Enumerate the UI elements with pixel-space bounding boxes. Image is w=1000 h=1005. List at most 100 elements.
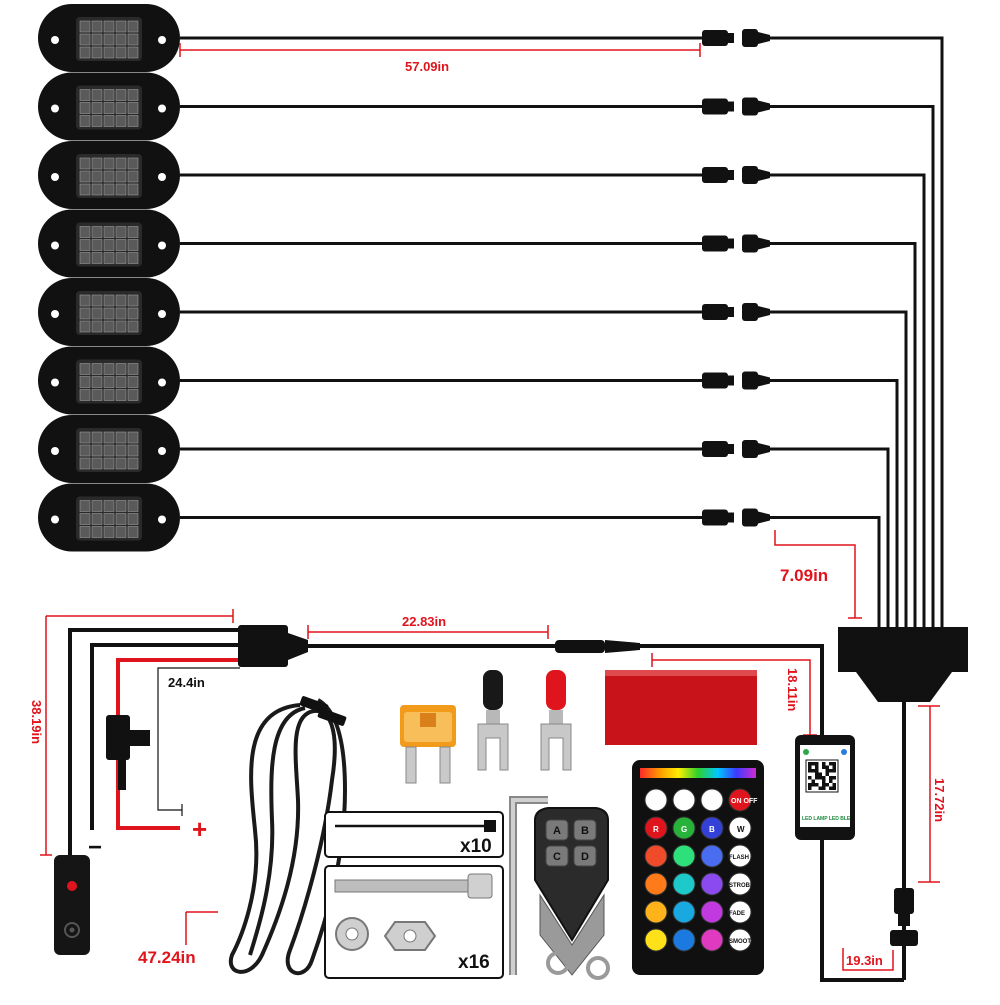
led-chip (115, 363, 127, 375)
mount-hole (158, 173, 166, 181)
led-chip (79, 170, 91, 183)
qr-cell (822, 779, 826, 783)
qr-cell (822, 762, 826, 766)
negative-sign: − (88, 834, 102, 861)
pigtail-cable (770, 105, 935, 627)
qr-cell (825, 783, 829, 787)
pigtail-cable (770, 242, 917, 627)
led-chip (115, 431, 127, 444)
fob-key-label: A (553, 825, 561, 837)
spade-terminal-black (477, 670, 509, 771)
qr-cell (815, 762, 819, 766)
mount-hole (158, 378, 166, 387)
led-chip (127, 102, 139, 114)
pod-connector-male (702, 98, 728, 115)
qr-cell (825, 765, 829, 769)
led-chip (103, 294, 115, 307)
led-chip (103, 376, 115, 388)
pod-cable-dimension: 57.09in (179, 43, 701, 74)
led-chip (103, 89, 115, 101)
mount-hole (158, 241, 166, 250)
led-chip (103, 239, 115, 251)
qr-cell (811, 762, 815, 766)
rf-mode-label: STROBE (729, 883, 754, 889)
light-pod (38, 4, 770, 72)
led-chip (115, 115, 127, 127)
led-chip (91, 89, 103, 101)
pigtail-cable (770, 379, 899, 627)
pod-connector-male (702, 235, 728, 252)
rf-color-button (700, 900, 724, 924)
qr-cell (811, 783, 815, 787)
qr-cell (808, 765, 812, 769)
qr-cell (832, 762, 836, 766)
hex-wrench (509, 796, 548, 975)
zip-ties-count: x10 (460, 836, 492, 857)
blade-fuse (400, 705, 456, 784)
rf-mode-button (728, 872, 752, 896)
mount-hole (51, 241, 59, 250)
rf-color-button (728, 816, 752, 840)
led-chip (115, 513, 127, 525)
led-chip (115, 252, 127, 264)
led-chip (103, 500, 115, 512)
led-chip (115, 89, 127, 101)
pigtail-cable (770, 516, 881, 627)
led-chip (127, 226, 139, 238)
qr-cell (822, 776, 826, 780)
pod-connector-male (702, 167, 728, 183)
plug-loop: 19.3in (820, 840, 904, 982)
light-pod (38, 415, 770, 483)
qr-cell (818, 772, 822, 776)
adhesive-pad (605, 670, 757, 745)
mount-hole (158, 447, 166, 455)
controller-lead-length: 18.11in (785, 668, 800, 711)
pod-connector-nose (758, 443, 770, 455)
led-chip (127, 33, 139, 46)
led-chip (103, 363, 115, 375)
qr-cell (818, 786, 822, 790)
rf-on-off-label: ON OFF (731, 798, 758, 805)
rf-mode-button (728, 844, 752, 868)
qr-cell (825, 769, 829, 773)
bluetooth-controller: LED LAMP LED BLE (795, 735, 855, 840)
pod-connector-female (742, 508, 758, 527)
pod-connector-tip (728, 307, 734, 317)
led-chip (91, 389, 103, 401)
led-chip (79, 500, 91, 512)
led-chip (115, 294, 127, 307)
rf-color-button (672, 816, 696, 840)
pod-connector-tip (728, 33, 734, 43)
led-chip (103, 526, 115, 538)
led-chip (103, 102, 115, 114)
led-chip (127, 239, 139, 251)
led-chip (91, 376, 103, 388)
qr-cell (829, 779, 833, 783)
qr-cell (832, 776, 836, 780)
pigtail-cable (770, 310, 908, 627)
led-chip (91, 513, 103, 525)
led-chip (103, 183, 115, 196)
rf-color-button (644, 872, 668, 896)
qr-cell (822, 765, 826, 769)
rf-color-button (672, 872, 696, 896)
rocker-switch (54, 855, 90, 955)
led-chip (115, 500, 127, 512)
qr-cell (808, 769, 812, 773)
led-chip (91, 294, 103, 307)
led-chip (103, 226, 115, 238)
mount-hole (51, 36, 59, 44)
light-pods (38, 4, 770, 552)
led-chip (115, 376, 127, 388)
qr-code (808, 762, 836, 790)
led-chip (91, 239, 103, 251)
led-chip (79, 320, 91, 333)
rf-color-button (644, 900, 668, 924)
led-chip (103, 33, 115, 46)
led-chip (79, 457, 91, 470)
led-chip (127, 170, 139, 183)
qr-cell (829, 762, 833, 766)
led-chip (91, 252, 103, 264)
switch-lead-length: 38.19in (29, 700, 44, 744)
